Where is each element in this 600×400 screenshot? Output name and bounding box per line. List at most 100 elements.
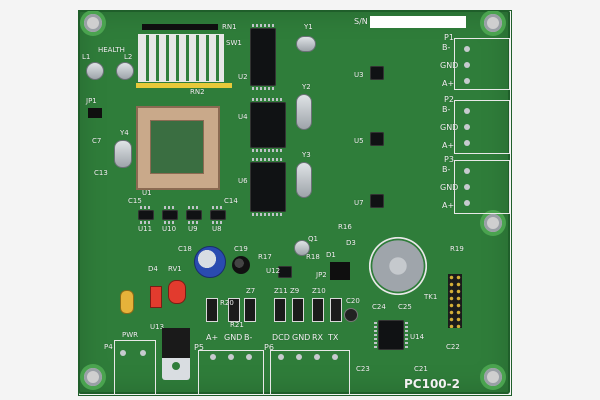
p3-pad-3 — [464, 200, 470, 206]
rn2-resistor-network — [136, 83, 232, 88]
crystal-y2 — [296, 94, 312, 130]
p3-pad-2 — [464, 184, 470, 190]
jumper-jp2 — [330, 262, 350, 280]
connector-p5 — [198, 350, 264, 395]
r21-label: R21 — [230, 321, 244, 329]
p4-pad-1 — [120, 350, 126, 356]
q1-label: Q1 — [308, 235, 318, 243]
p2-pin-2: GND — [440, 123, 459, 132]
z9-label: Z9 — [290, 287, 300, 295]
ic-u9 — [186, 206, 202, 224]
p5-pad-3 — [246, 354, 252, 360]
ic-u7 — [370, 194, 384, 208]
c24-label: C24 — [372, 303, 386, 311]
c20-label: C20 — [346, 297, 360, 305]
p5-pin-2: GND — [224, 333, 243, 342]
sn-label: S/N — [354, 17, 368, 26]
p1-pad-2 — [464, 62, 470, 68]
r19-label: R19 — [450, 245, 464, 253]
d3-label: D3 — [346, 239, 356, 247]
p6-pad-1 — [278, 354, 284, 360]
p1-pin-3: A+ — [442, 79, 455, 88]
u5-label: U5 — [354, 137, 364, 145]
z11-label: Z11 — [274, 287, 288, 295]
u14-label: U14 — [410, 333, 425, 341]
diode-d4 — [150, 286, 162, 308]
regulator-u13 — [162, 328, 190, 380]
plcc-socket-u1 — [136, 106, 220, 190]
r20-label: R20 — [220, 299, 234, 307]
u11-label: U11 — [138, 225, 153, 233]
tvs-z7 — [244, 298, 256, 322]
pin-header — [448, 274, 462, 328]
p3-pin-1: B- — [442, 165, 451, 174]
tvs-z12 — [330, 298, 342, 322]
circuit-board: S/N HEALTH L1 L2 RN1 SW1 RN2 U1 JP1 Y4 C… — [78, 10, 512, 396]
l2-label: L2 — [124, 53, 133, 61]
d1-label: D1 — [326, 251, 336, 259]
p2-pin-1: B- — [442, 105, 451, 114]
ic-u6 — [250, 158, 286, 216]
mount-hole-top-left — [84, 14, 102, 32]
u2-label: U2 — [238, 73, 248, 81]
d4-label: D4 — [148, 265, 158, 273]
buzzer-tk1 — [368, 236, 428, 296]
p3-label: P3 — [444, 155, 454, 164]
u1-label: U1 — [142, 189, 152, 197]
sw1-label: SW1 — [226, 39, 242, 47]
p6-pin-2: GND — [292, 333, 311, 342]
u12-label: U12 — [266, 267, 281, 275]
c18-label: C18 — [178, 245, 192, 253]
y1-label: Y1 — [304, 23, 313, 31]
p5-pad-2 — [228, 354, 234, 360]
p5-pin-3: B- — [244, 333, 253, 342]
p5-pin-1: A+ — [206, 333, 219, 342]
y4-label: Y4 — [120, 129, 129, 137]
p6-pin-1: DCD — [272, 333, 290, 342]
capacitor-c18 — [194, 246, 226, 278]
p1-pin-2: GND — [440, 61, 459, 70]
dip-switch-sw1 — [138, 34, 224, 82]
ic-u4 — [250, 98, 286, 152]
led-l2 — [116, 62, 134, 80]
c22-label: C22 — [446, 343, 460, 351]
mount-hole-bottom-right — [484, 368, 502, 386]
p1-pad-1 — [464, 46, 470, 52]
tvs-z10 — [312, 298, 324, 322]
p3-pin-2: GND — [440, 183, 459, 192]
mount-hole-bottom-left — [84, 368, 102, 386]
ic-u2 — [250, 24, 276, 90]
board-model-label: PC100-2 — [404, 377, 460, 391]
p1-pin-1: B- — [442, 43, 451, 52]
serial-number-box — [370, 16, 466, 28]
u6-label: U6 — [238, 177, 248, 185]
jumper-jp1 — [88, 108, 102, 118]
tvs-z11 — [274, 298, 286, 322]
r17-label: R17 — [258, 253, 272, 261]
p1-label: P1 — [444, 33, 454, 42]
ic-u5 — [370, 132, 384, 146]
z10-label: Z10 — [312, 287, 326, 295]
p2-pad-2 — [464, 124, 470, 130]
c23-label: C23 — [356, 365, 370, 373]
p6-pad-3 — [314, 354, 320, 360]
jp2-label: JP2 — [316, 271, 327, 279]
p1-pad-3 — [464, 78, 470, 84]
c14-label: C14 — [224, 197, 238, 205]
connector-p2 — [454, 100, 510, 154]
u7-label: U7 — [354, 199, 364, 207]
crystal-y3 — [296, 162, 312, 198]
tvs-1 — [206, 298, 218, 322]
crystal-y4 — [114, 140, 132, 168]
y2-label: Y2 — [302, 83, 311, 91]
tvs-2 — [228, 298, 240, 322]
p6-pad-2 — [296, 354, 302, 360]
r18-label: R18 — [306, 253, 320, 261]
c19-label: C19 — [234, 245, 248, 253]
tk1-label: TK1 — [424, 293, 438, 301]
capacitor-yellow — [120, 290, 134, 314]
ic-u10 — [162, 206, 178, 224]
p6-pad-4 — [332, 354, 338, 360]
capacitor-c19 — [232, 256, 250, 274]
